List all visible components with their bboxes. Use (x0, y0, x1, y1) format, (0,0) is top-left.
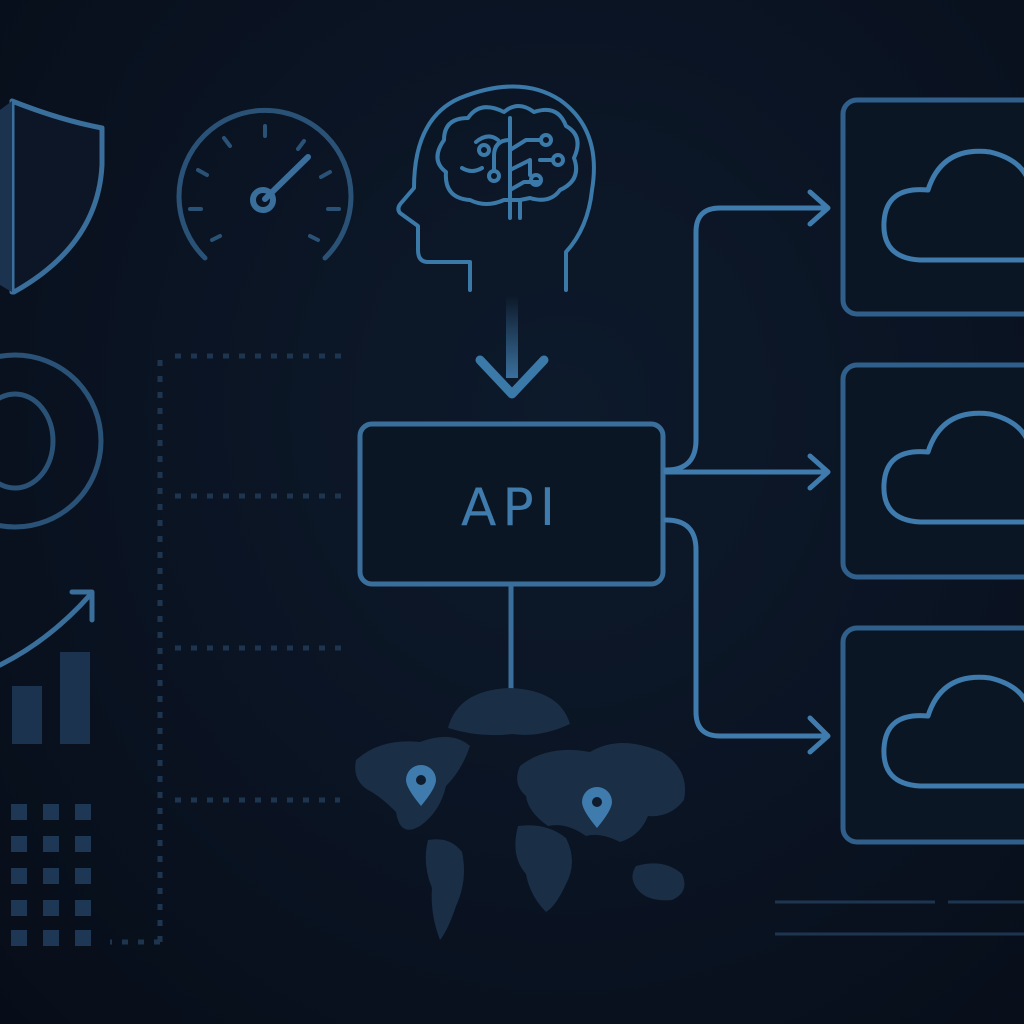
cloud-icon (881, 148, 1024, 263)
cloud-service-box-3 (840, 625, 1024, 845)
cloud-service-box-2 (840, 362, 1024, 580)
speedometer-icon (176, 107, 354, 261)
growth-chart-icon (0, 589, 95, 744)
cloud-icon (881, 410, 1024, 525)
api-box: API (357, 421, 666, 587)
dot-grid-icon (11, 804, 91, 946)
ring-icon (0, 352, 104, 530)
dotted-guides (110, 353, 350, 945)
api-label: API (461, 478, 561, 538)
decorative-lines (775, 900, 1024, 936)
down-arrow (475, 296, 549, 399)
map-pin-icon (406, 765, 436, 806)
cloud-service-box-1 (840, 97, 1024, 317)
world-map (355, 688, 686, 940)
branch-connectors (663, 189, 831, 755)
map-pin-icon (582, 787, 612, 828)
shield-icon (0, 98, 105, 295)
cloud-icon (881, 674, 1024, 789)
brain-head-icon (396, 84, 596, 292)
